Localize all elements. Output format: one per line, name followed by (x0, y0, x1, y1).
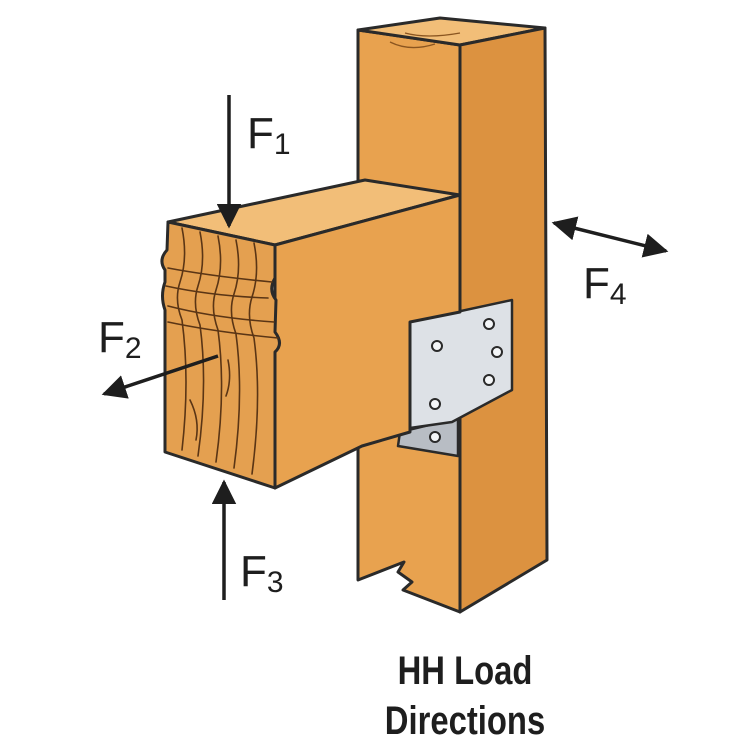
f2-label: F2 (98, 313, 142, 365)
nail-hole (429, 398, 441, 410)
force-arrows (101, 95, 669, 600)
caption-line-2: Directions (384, 699, 546, 743)
f2-arrow (101, 354, 219, 399)
nail-hole (491, 346, 503, 358)
f4-arrow (551, 216, 669, 258)
f4-label: F4 (583, 259, 627, 311)
end-grain-lines (165, 227, 279, 475)
nail-hole (429, 431, 441, 443)
nail-hole (431, 340, 443, 352)
caption-line-1: HH Load (397, 649, 533, 693)
beam-side-face (273, 193, 462, 490)
hanger-bracket (396, 298, 514, 458)
nail-hole (483, 374, 495, 386)
f3-label: F3 (240, 547, 284, 599)
bracket-nail-holes (429, 318, 503, 443)
f1-label: F1 (247, 109, 291, 161)
nail-hole (483, 318, 495, 330)
